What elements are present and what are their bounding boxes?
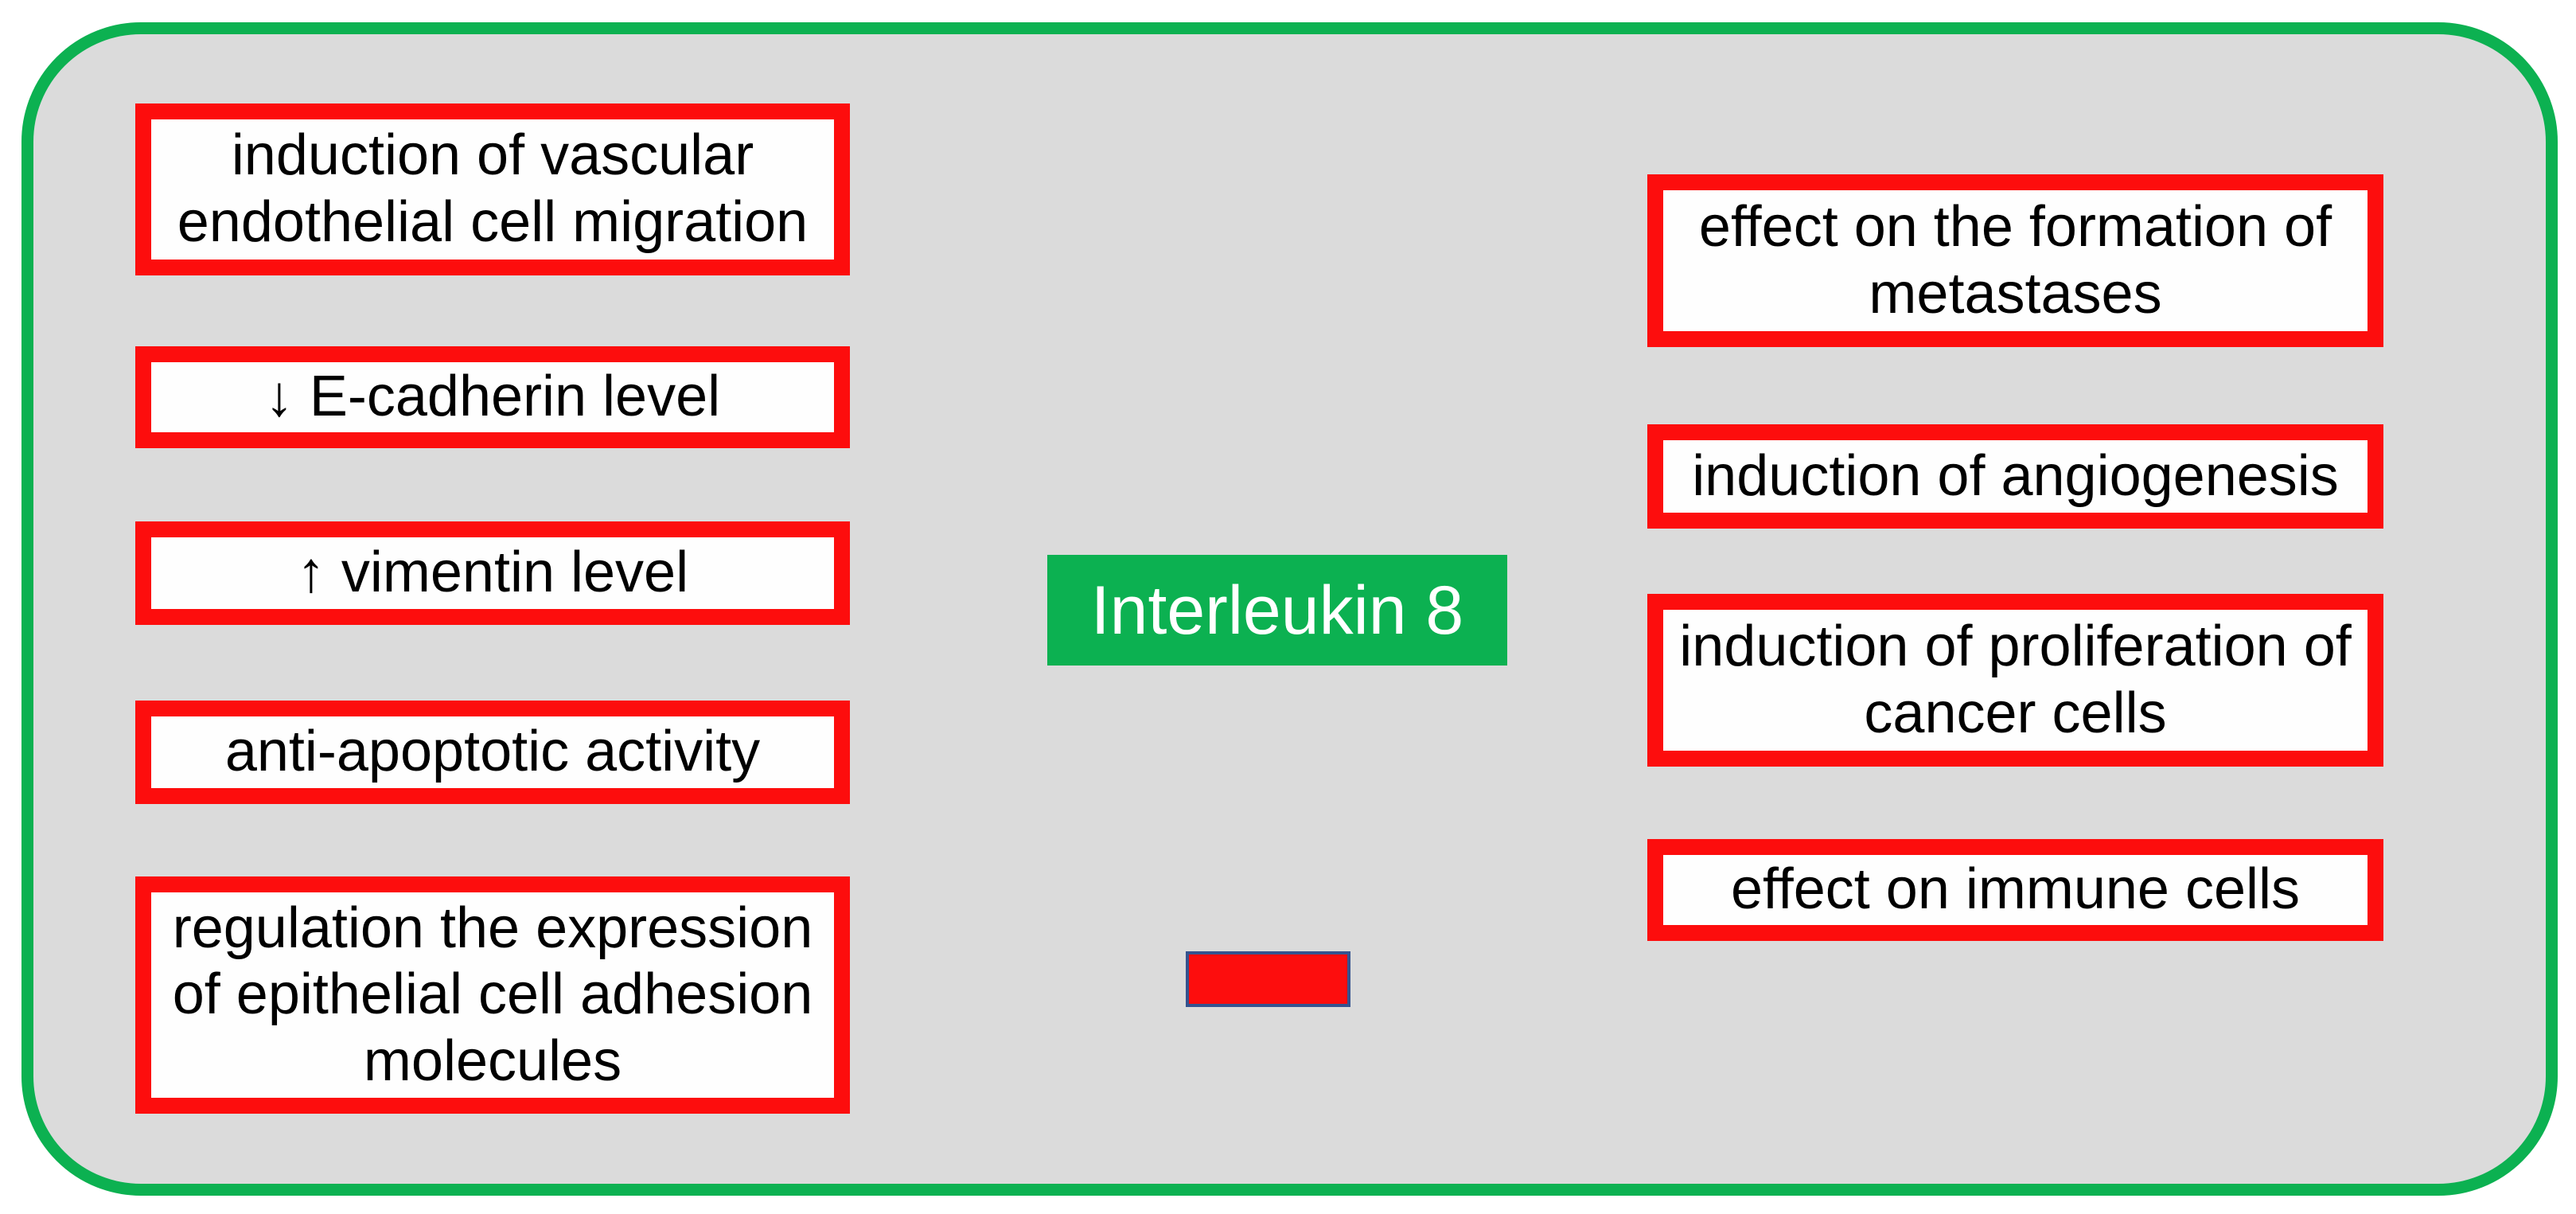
central-node-interleukin-8: Interleukin 8	[1047, 555, 1507, 666]
effect-box-label: effect on the formation of metastases	[1698, 194, 2332, 326]
effect-box-angiogenesis-induction: induction of angiogenesis	[1647, 424, 2383, 529]
effect-box-immune-cells: effect on immune cells	[1647, 839, 2383, 941]
effect-box-vimentin-level: ↑ vimentin level	[135, 521, 850, 625]
effect-box-label: regulation the expression of epithelial …	[172, 896, 813, 1093]
effect-box-anti-apoptotic-activity: anti-apoptotic activity	[135, 701, 850, 804]
effect-box-metastases-formation: effect on the formation of metastases	[1647, 174, 2383, 347]
effect-box-label: anti-apoptotic activity	[224, 720, 761, 784]
effect-box-e-cadherin-level: ↓ E-cadherin level	[135, 346, 850, 448]
red-rectangle-marker	[1186, 951, 1350, 1007]
effect-box-label: effect on immune cells	[1730, 857, 2300, 922]
effect-box-adhesion-molecules-regulation: regulation the expression of epithelial …	[135, 876, 850, 1114]
effect-box-label: ↓ E-cadherin level	[264, 365, 721, 429]
effect-box-label: induction of vascular endothelial cell m…	[177, 123, 809, 254]
effect-box-label: ↑ vimentin level	[296, 541, 689, 605]
effect-box-label: induction of proliferation of cancer cel…	[1679, 614, 2352, 745]
effect-box-cancer-cell-proliferation: induction of proliferation of cancer cel…	[1647, 594, 2383, 767]
effect-box-label: induction of angiogenesis	[1692, 443, 2339, 508]
effect-box-vascular-endothelial-migration: induction of vascular endothelial cell m…	[135, 103, 850, 275]
central-node-label: Interleukin 8	[1090, 572, 1464, 649]
